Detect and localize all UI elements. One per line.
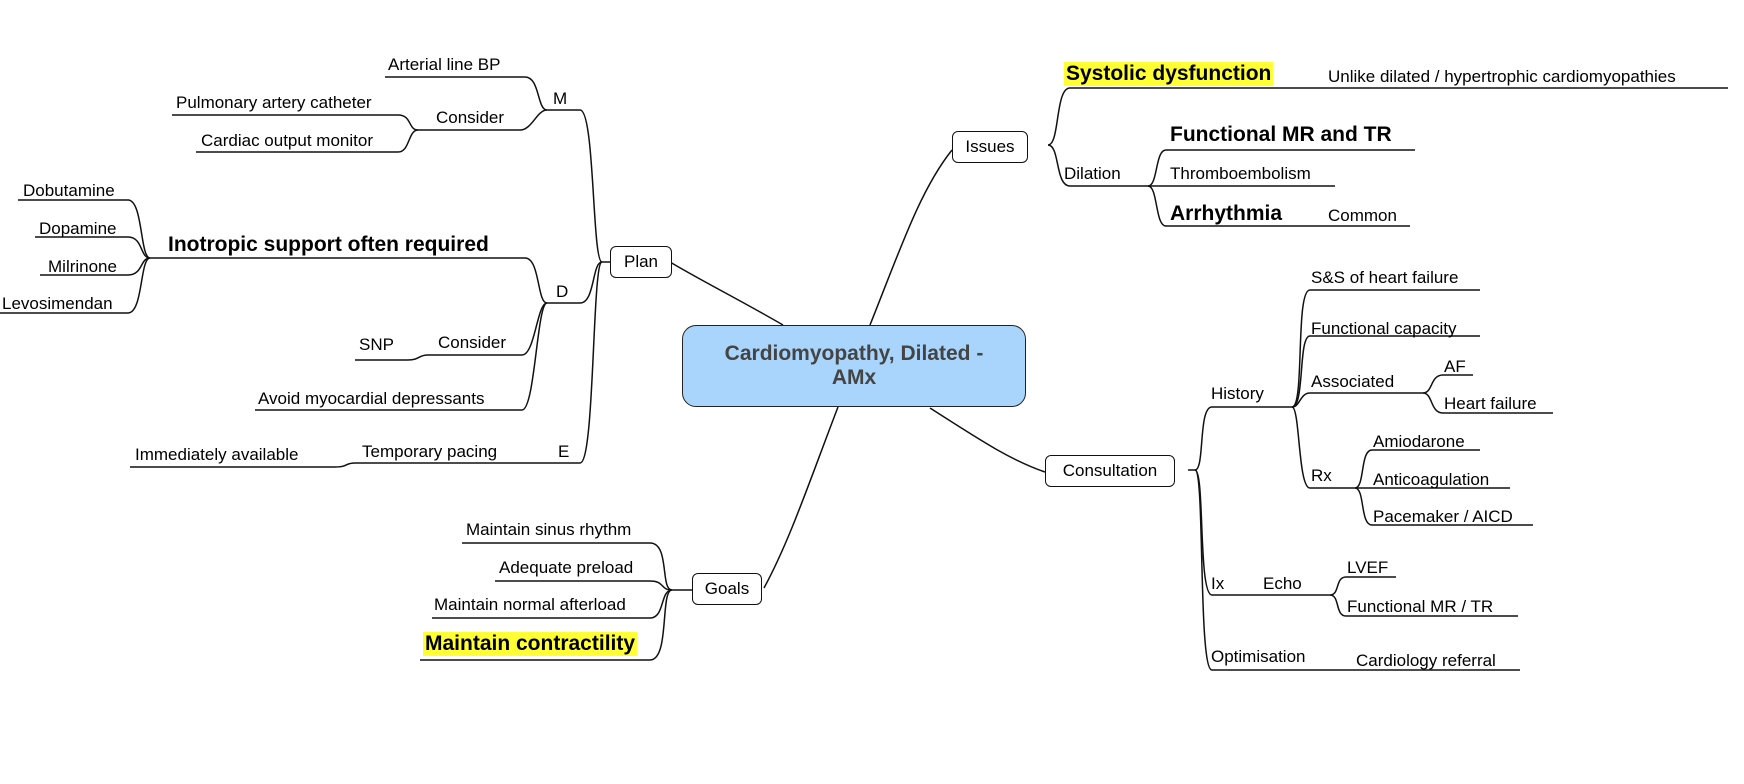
adequate-preload: Adequate preload — [499, 558, 634, 577]
maintain-normal-afterload: Maintain normal afterload — [434, 595, 626, 614]
plan-label: Plan — [623, 252, 659, 271]
ix: Ix — [1211, 574, 1225, 593]
plan-m: M — [553, 89, 568, 108]
functional-capacity: Functional capacity — [1311, 319, 1457, 338]
arterial-line-bp: Arterial line BP — [388, 55, 501, 74]
af: AF — [1444, 357, 1466, 376]
goals-label: Goals — [704, 579, 750, 598]
maintain-sinus-rhythm: Maintain sinus rhythm — [466, 520, 632, 539]
dopamine: Dopamine — [39, 219, 117, 238]
snp: SNP — [359, 335, 394, 354]
issues-label: Issues — [965, 137, 1015, 156]
connector-center-plan — [669, 261, 784, 326]
maintain-contractility: Maintain contractility — [423, 632, 638, 656]
ss-heart-failure: S&S of heart failure — [1311, 268, 1459, 287]
levosimendan: Levosimendan — [2, 294, 113, 313]
central-topic[interactable]: Cardiomyopathy, Dilated - AMx — [682, 325, 1026, 407]
consultation-node[interactable]: Consultation — [1045, 455, 1175, 487]
cardiology-referral: Cardiology referral — [1356, 651, 1496, 670]
plan-d: D — [556, 282, 569, 301]
m-consider: Consider — [436, 108, 505, 127]
connector-center-issues — [869, 149, 953, 326]
arrhythmia-note: Common — [1328, 206, 1397, 225]
issues-node[interactable]: Issues — [952, 131, 1028, 163]
functional-mr-tr-echo: Functional MR / TR — [1347, 597, 1494, 616]
pulmonary-artery-catheter: Pulmonary artery catheter — [176, 93, 372, 112]
inotropic-support: Inotropic support often required — [168, 233, 489, 256]
temporary-pacing: Temporary pacing — [362, 442, 498, 461]
systolic-note: Unlike dilated / hypertrophic cardiomyop… — [1328, 67, 1676, 86]
thromboembolism: Thromboembolism — [1170, 164, 1311, 183]
associated: Associated — [1311, 372, 1395, 391]
connector-center-goals — [763, 406, 839, 589]
dilation: Dilation — [1064, 164, 1121, 183]
cardiac-output-monitor: Cardiac output monitor — [201, 131, 373, 150]
central-topic-title: Cardiomyopathy, Dilated - AMx — [724, 342, 984, 389]
goals-node[interactable]: Goals — [692, 573, 762, 605]
milrinone: Milrinone — [48, 257, 117, 276]
dobutamine: Dobutamine — [23, 181, 115, 200]
lvef: LVEF — [1347, 558, 1389, 577]
amiodarone: Amiodarone — [1373, 432, 1465, 451]
optimisation: Optimisation — [1211, 647, 1306, 666]
plan-node[interactable]: Plan — [610, 246, 672, 278]
echo: Echo — [1263, 574, 1302, 593]
consultation-label: Consultation — [1062, 461, 1158, 480]
avoid-myocardial-depressants: Avoid myocardial depressants — [258, 389, 485, 408]
plan-e: E — [558, 442, 570, 461]
immediately-available: Immediately available — [135, 445, 299, 464]
arrhythmia: Arrhythmia — [1170, 202, 1283, 225]
pacemaker-aicd: Pacemaker / AICD — [1373, 507, 1513, 526]
systolic-dysfunction: Systolic dysfunction — [1064, 62, 1274, 86]
d-consider: Consider — [438, 333, 507, 352]
heart-failure: Heart failure — [1444, 394, 1537, 413]
functional-mr-tr-issue: Functional MR and TR — [1170, 123, 1392, 146]
history: History — [1211, 384, 1264, 403]
rx: Rx — [1311, 466, 1332, 485]
connector-center-consultation — [929, 407, 1046, 473]
anticoagulation: Anticoagulation — [1373, 470, 1490, 489]
